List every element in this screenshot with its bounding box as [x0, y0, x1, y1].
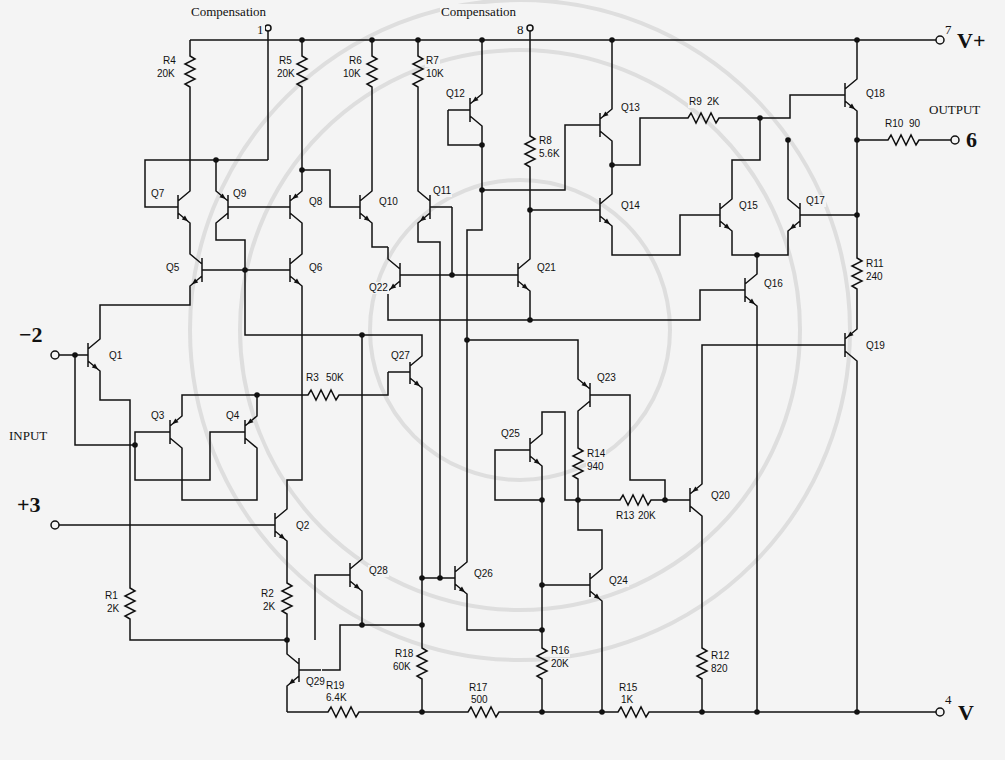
resistor-label: R16: [550, 645, 570, 657]
transistor-label: Q11: [432, 185, 452, 197]
transistor-label: Q18: [865, 88, 886, 100]
resistor-label: 500: [470, 694, 489, 706]
transistor-label: Q14: [620, 200, 641, 212]
transistor-label: Q15: [738, 200, 759, 212]
resistor-label: 10K: [425, 68, 445, 80]
pin-label: V+: [956, 28, 986, 54]
resistor-label: R17: [468, 682, 488, 694]
transistor-label: Q21: [536, 262, 557, 274]
resistor-label: 20K: [156, 68, 176, 80]
transistor-label: Q16: [763, 278, 784, 290]
resistor-label: R10: [884, 118, 904, 130]
transistor-label: Q2: [295, 520, 310, 532]
transistor-label: Q10: [378, 196, 399, 208]
pin-label: V: [957, 700, 975, 726]
resistor-label: 10K: [342, 68, 362, 80]
resistor-label: 240: [865, 271, 884, 283]
annotation-label: Compensation: [440, 4, 517, 20]
transistor-label: Q19: [865, 340, 886, 352]
transistor-label: Q12: [445, 88, 466, 100]
resistor-label: R9: [688, 96, 703, 108]
transistor-label: Q6: [308, 262, 323, 274]
resistor-label: 2K: [106, 603, 120, 615]
transistor-label: Q23: [596, 372, 617, 384]
pin-label: +3: [16, 492, 42, 518]
transistor-label: Q1: [108, 350, 123, 362]
resistor-label: 20K: [276, 68, 296, 80]
resistor-label: R14: [586, 448, 606, 460]
resistor-label: R13: [615, 510, 635, 522]
resistor-label: 20K: [637, 510, 657, 522]
transistor-label: Q9: [232, 188, 247, 200]
transistor-label: Q28: [368, 565, 389, 577]
resistor-label: R8: [538, 135, 553, 147]
pin-terminals: [51, 25, 959, 716]
resistor-symbols: [125, 48, 927, 717]
transistor-label: Q22: [368, 282, 389, 294]
resistor-label: R11: [865, 258, 885, 270]
resistor-label: 2K: [706, 96, 720, 108]
resistor-label: 940: [586, 461, 605, 473]
annotation-label: OUTPUT: [928, 102, 981, 118]
transistor-label: Q29: [305, 676, 326, 688]
annotation-label: INPUT: [8, 428, 48, 444]
pin-label: 6: [965, 127, 978, 153]
annotation-label: 7: [944, 22, 953, 38]
resistor-label: R7: [425, 55, 440, 67]
transistor-label: Q25: [500, 428, 521, 440]
pin-label: −2: [18, 322, 44, 348]
annotation-label: 8: [516, 22, 525, 38]
transistor-label: Q17: [805, 195, 826, 207]
transistor-label: Q27: [390, 350, 411, 362]
transistor-label: Q26: [473, 568, 494, 580]
annotation-label: 4: [944, 692, 953, 708]
resistor-label: R19: [325, 680, 345, 692]
resistor-label: 60K: [392, 661, 412, 673]
resistor-label: R2: [260, 588, 275, 600]
resistor-label: R6: [348, 55, 363, 67]
transistor-label: Q4: [225, 410, 240, 422]
resistor-label: 5.6K: [538, 148, 561, 160]
resistor-label: R4: [162, 55, 177, 67]
resistor-label: 2K: [262, 601, 276, 613]
resistor-label: 820: [710, 663, 729, 675]
transistor-symbols: [66, 67, 857, 698]
resistor-label: R12: [710, 650, 730, 662]
resistor-label: R3: [305, 372, 320, 384]
resistor-label: 20K: [550, 658, 570, 670]
wires: [59, 31, 951, 712]
resistor-label: 90: [908, 118, 921, 130]
annotation-label: Compensation: [190, 4, 267, 20]
transistor-label: Q20: [710, 490, 731, 502]
transistor-label: Q13: [620, 102, 641, 114]
resistor-label: R15: [618, 682, 638, 694]
junction-dots: [72, 37, 860, 715]
transistor-label: Q24: [608, 575, 629, 587]
resistor-label: 1K: [620, 694, 634, 706]
resistor-label: 6.4K: [325, 692, 348, 704]
transistor-label: Q7: [150, 188, 165, 200]
resistor-label: 50K: [325, 372, 345, 384]
transistor-label: Q8: [308, 196, 323, 208]
resistor-label: R5: [278, 55, 293, 67]
transistor-label: Q3: [150, 410, 165, 422]
transistor-label: Q5: [165, 262, 180, 274]
resistor-label: R18: [394, 648, 414, 660]
annotation-label: 1: [256, 22, 265, 38]
resistor-label: R1: [104, 590, 119, 602]
